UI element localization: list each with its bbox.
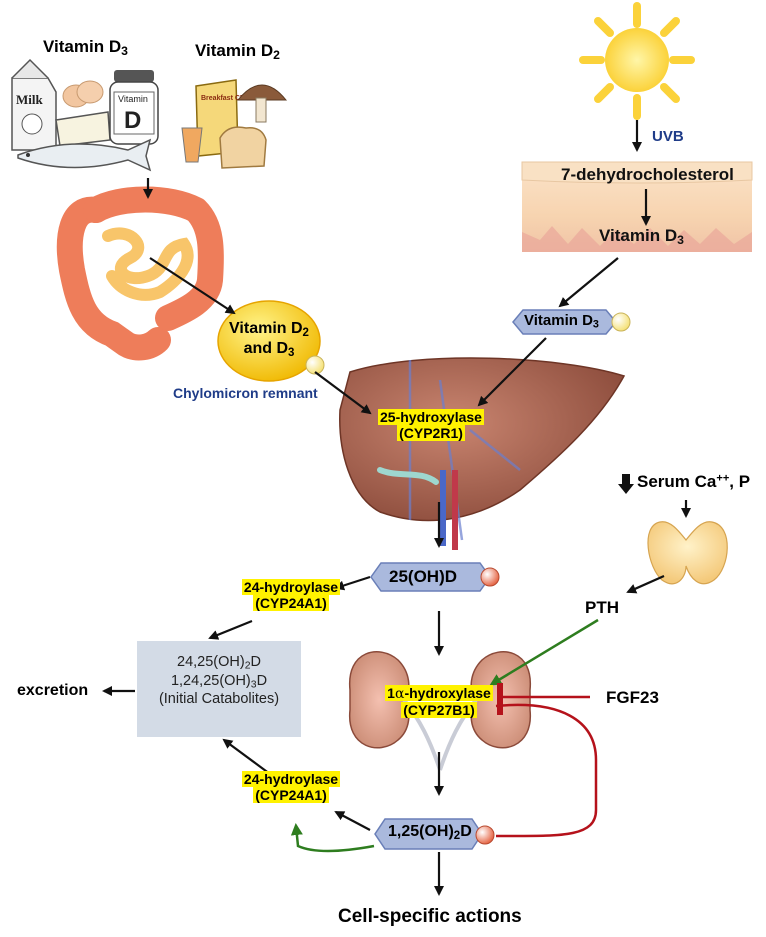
cell-specific-actions-label: Cell-specific actions (338, 906, 522, 927)
chylomicron-caption: Chylomicron remnant (173, 385, 318, 401)
chylomicron-icon (217, 300, 321, 382)
chylomicron-label: Vitamin D2 and D3 (229, 320, 309, 359)
sun-icon (579, 2, 695, 120)
kidney-enzyme-label: 1α-hydroxylase (CYP27B1) (373, 685, 505, 719)
excretion-label: excretion (17, 682, 89, 699)
calcitriol-feedback-line (495, 703, 598, 838)
pathway-arrows (102, 120, 691, 896)
pth-label: PTH (585, 598, 619, 617)
parathyroid-gland-illustration (647, 521, 728, 585)
cheese-icon (55, 111, 111, 147)
arrow-calcitriol-to-enzyme2 (334, 811, 371, 831)
cereal-text: Breakfast CEREAL (201, 95, 264, 102)
skin-vitamin-d3-label: Vitamin D3 (599, 226, 684, 248)
liver-illustration (339, 357, 626, 550)
catabolites-text: 24,25(OH)2D 1,24,25(OH)3D (Initial Catab… (158, 654, 280, 708)
vitamin-d3-pill-label: Vitamin D3 (524, 312, 599, 331)
bottle-letter: D (124, 107, 141, 134)
arrow-chylomicron-to-liver (314, 371, 372, 415)
arrow-skin-to-pill (558, 257, 619, 308)
calcidiol-label: 25(OH)D (389, 567, 458, 586)
calcitriol-label: 1,25(OH)2D (388, 823, 472, 842)
bottle-text: Vitamin (118, 94, 148, 104)
stimulation-arrows (290, 618, 599, 853)
vitamin-d2-source-label: Vitamin D2 (195, 41, 280, 63)
calcitriol-pill (374, 818, 483, 850)
arrow-enzyme-to-box (208, 619, 253, 640)
metabolite-ball-icon (480, 567, 500, 587)
vitamin-d3-food-icons: Milk Vitamin D (11, 58, 159, 172)
arrow-pill-to-liver (477, 337, 547, 407)
intestine-illustration (56, 186, 224, 361)
inhibition-lines (495, 695, 598, 838)
arrow-pth-stimulates (489, 618, 599, 686)
arrow-gut-to-chylomicron (149, 257, 236, 315)
kidney-enzyme-name: 1α-hydroxylase (385, 685, 493, 702)
bread-icon (219, 126, 267, 169)
catabolites-box (137, 641, 301, 737)
skin-precursor-label: 7-dehydrocholesterol (561, 165, 734, 184)
cyp24a1-enzyme-label-bottom: 24-hydroylase (CYP24A1) (241, 771, 341, 804)
skin-layer-illustration (521, 161, 753, 252)
vitamin-d2-food-icons: Breakfast CEREAL (181, 79, 288, 169)
arrow-calcitriol-induces-cyp24a1 (290, 823, 375, 853)
kidney-enzyme-gene: (CYP27B1) (401, 702, 477, 719)
fgf23-label: FGF23 (606, 688, 659, 707)
arrow-25ohd-to-enzyme (334, 575, 371, 591)
decrease-arrow-icon (618, 474, 634, 494)
inhibition-bar (497, 683, 503, 715)
uvb-label: UVB (652, 128, 684, 145)
juice-glass-icon (181, 127, 203, 163)
liver-enzyme-gene: (CYP2R1) (397, 425, 465, 442)
vitamin-d3-pill (512, 309, 617, 335)
milk-carton-icon: Milk (11, 58, 57, 151)
supplement-bottle-icon: Vitamin D (109, 70, 159, 145)
vitamin-d3-source-label: Vitamin D3 (43, 37, 128, 59)
egg-icon (76, 80, 104, 104)
mushroom-icon (236, 84, 288, 123)
vitamin-ball-icon (305, 355, 325, 375)
liver-enzyme-label: 25-hydroxylase (CYP2R1) (371, 409, 491, 442)
serum-calcium-phosphate-label: Serum Ca++, P (637, 472, 751, 491)
arrow-gland-to-pth (626, 574, 665, 594)
metabolite-ball-icon (475, 825, 495, 845)
calcidiol-pill (370, 562, 491, 592)
milk-text: Milk (16, 92, 43, 107)
liver-enzyme-name: 25-hydroxylase (378, 409, 484, 425)
fish-icon (17, 138, 152, 172)
arrow-enzyme2-to-box (222, 738, 271, 775)
vitamin-ball-icon (611, 312, 631, 332)
cyp24a1-enzyme-label-top: 24-hydroylase (CYP24A1) (241, 579, 341, 612)
